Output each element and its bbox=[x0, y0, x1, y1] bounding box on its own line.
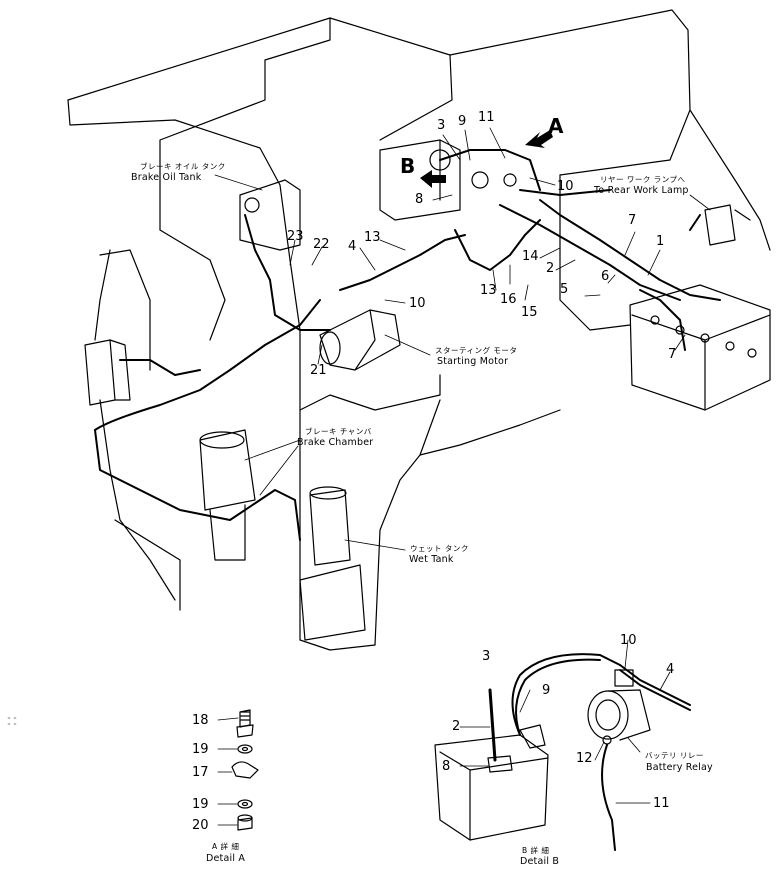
wet-tank-jp-label: ウェット タンク bbox=[410, 544, 469, 553]
view-arrows bbox=[420, 130, 553, 188]
callout-16: 16 bbox=[500, 292, 517, 307]
detail-b-callout-12: 12 bbox=[576, 751, 593, 766]
view-a-label: A bbox=[548, 114, 564, 138]
main-harness bbox=[94, 149, 721, 541]
callout-3: 3 bbox=[437, 118, 446, 133]
rear-lamp-connector bbox=[704, 204, 751, 246]
detail-b-callout-2: 2 bbox=[452, 719, 461, 734]
detail-b-callout-10: 10 bbox=[620, 633, 637, 648]
machine-body-outline bbox=[67, 9, 771, 651]
brake-oil-tank bbox=[239, 179, 301, 251]
starting-motor-jp-label: スターティング モータ bbox=[435, 346, 518, 355]
brake-chamber-label: Brake Chamber bbox=[297, 437, 374, 448]
callout-7-bottom: 7 bbox=[668, 347, 677, 362]
callout-4: 4 bbox=[348, 239, 357, 254]
callout-10-top: 10 bbox=[557, 179, 574, 194]
brake-chamber-jp-label: ブレーキ チャンバ bbox=[305, 427, 372, 436]
detail-a-callout-17: 17 bbox=[192, 765, 209, 780]
callout-7-top: 7 bbox=[628, 213, 637, 228]
brake-oil-tank-label: Brake Oil Tank bbox=[131, 172, 202, 183]
margin-marks bbox=[7, 717, 17, 725]
detail-b-callout-8: 8 bbox=[442, 759, 451, 774]
detail-a-parts bbox=[217, 709, 259, 831]
battery-relay-label: Battery Relay bbox=[646, 762, 713, 773]
detail-b-callout-4: 4 bbox=[666, 662, 675, 677]
callout-15: 15 bbox=[521, 305, 538, 320]
view-a-arrow bbox=[525, 130, 553, 148]
rear-work-lamp-jp-label: リヤー ワーク ランプへ bbox=[600, 175, 686, 184]
callout-23: 23 bbox=[287, 229, 304, 244]
detail-b-callout-9: 9 bbox=[542, 683, 551, 698]
detail-a-title-jp: A 詳 細 bbox=[212, 842, 240, 851]
battery-box bbox=[629, 284, 771, 411]
callout-14: 14 bbox=[522, 249, 539, 264]
detail-a-callout-18: 18 bbox=[192, 713, 209, 728]
brake-oil-tank-jp-label: ブレーキ オイル タンク bbox=[140, 162, 226, 171]
leader-lines bbox=[214, 127, 711, 551]
brake-chamber-left bbox=[199, 429, 256, 561]
battery-relay-box bbox=[379, 139, 517, 221]
detail-b-parts bbox=[434, 639, 691, 851]
detail-a-callout-19-top: 19 bbox=[192, 742, 209, 757]
callout-9: 9 bbox=[458, 114, 467, 129]
wet-tank-label: Wet Tank bbox=[409, 554, 454, 565]
callout-2: 2 bbox=[546, 261, 555, 276]
callout-13-top: 13 bbox=[364, 230, 381, 245]
wet-tank bbox=[299, 486, 366, 641]
callout-1: 1 bbox=[656, 234, 665, 249]
starting-motor-label: Starting Motor bbox=[437, 356, 509, 367]
detail-a-callout-19-bottom: 19 bbox=[192, 797, 209, 812]
callout-6: 6 bbox=[601, 269, 610, 284]
detail-b-title: Detail B bbox=[520, 856, 560, 867]
view-b-label: B bbox=[400, 154, 416, 178]
detail-a-title: Detail A bbox=[206, 853, 246, 864]
detail-b-callout-3: 3 bbox=[482, 649, 491, 664]
starting-motor bbox=[319, 309, 401, 371]
callout-21: 21 bbox=[310, 363, 327, 378]
callout-13-bottom: 13 bbox=[480, 283, 497, 298]
left-switch-panel bbox=[84, 339, 131, 406]
callout-8: 8 bbox=[415, 192, 424, 207]
detail-b-title-jp: B 詳 細 bbox=[522, 846, 550, 855]
battery-relay-jp-label: バッテリ リレー bbox=[645, 751, 704, 760]
callout-11: 11 bbox=[478, 110, 495, 125]
callout-22: 22 bbox=[313, 237, 330, 252]
callout-10-motor: 10 bbox=[409, 296, 426, 311]
callout-5: 5 bbox=[560, 282, 569, 297]
detail-b-callout-11: 11 bbox=[653, 796, 670, 811]
detail-a-callout-20: 20 bbox=[192, 818, 209, 833]
rear-work-lamp-label: To Rear Work Lamp bbox=[594, 185, 689, 196]
view-b-arrow bbox=[420, 170, 446, 188]
